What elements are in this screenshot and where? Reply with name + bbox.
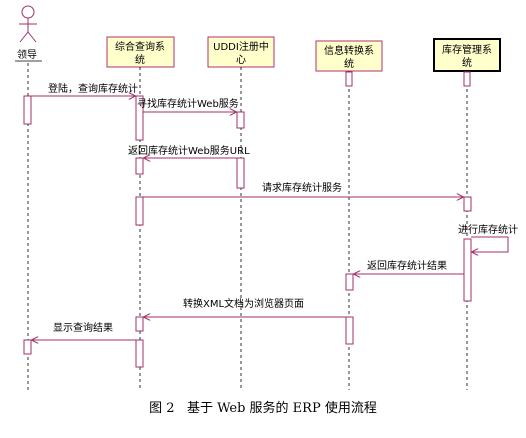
actor-leader: 领导	[15, 5, 42, 62]
object-uddi: UDDI注册中 心	[207, 36, 275, 68]
message-label-8: 显示查询结果	[53, 321, 113, 334]
message-label-2: 寻找库存统计Web服务	[137, 97, 239, 110]
object-zhcx-label-2: 统	[135, 53, 145, 66]
object-uddi-label-1: UDDI注册中	[213, 40, 269, 53]
messages	[31, 96, 509, 340]
object-xxzh-label-1: 信息转换系	[324, 44, 374, 57]
message-label-6: 返回库存统计结果	[367, 259, 447, 272]
message-arrow-5	[471, 236, 509, 252]
object-uddi-label-2: 心	[236, 54, 246, 66]
object-kcgl-label-1: 库存管理系	[442, 43, 492, 56]
object-zhcx: 综合查询系 统	[106, 36, 175, 68]
object-kcgl: 库存管理系 统	[433, 38, 501, 72]
message-label-1: 登陆，查询库存统计	[48, 82, 138, 95]
actor-head-icon	[21, 5, 35, 19]
object-kcgl-label-2: 统	[462, 56, 472, 69]
object-xxzh-label-2: 统	[344, 57, 354, 70]
figure-caption: 图 2 基于 Web 服务的 ERP 使用流程	[149, 400, 377, 416]
message-label-7: 转换XML文档为浏览器页面	[183, 297, 304, 310]
activations	[23, 71, 472, 368]
object-xxzh: 信息转换系 统	[315, 40, 383, 72]
message-label-5: 进行库存统计	[458, 223, 518, 236]
actor-label: 领导	[17, 48, 37, 61]
message-label-3: 返回库存统计Web服务URL	[128, 144, 250, 157]
message-label-4: 请求库存统计服务	[262, 181, 342, 194]
lifelines	[27, 63, 468, 390]
object-zhcx-label-1: 综合查询系	[115, 40, 165, 53]
